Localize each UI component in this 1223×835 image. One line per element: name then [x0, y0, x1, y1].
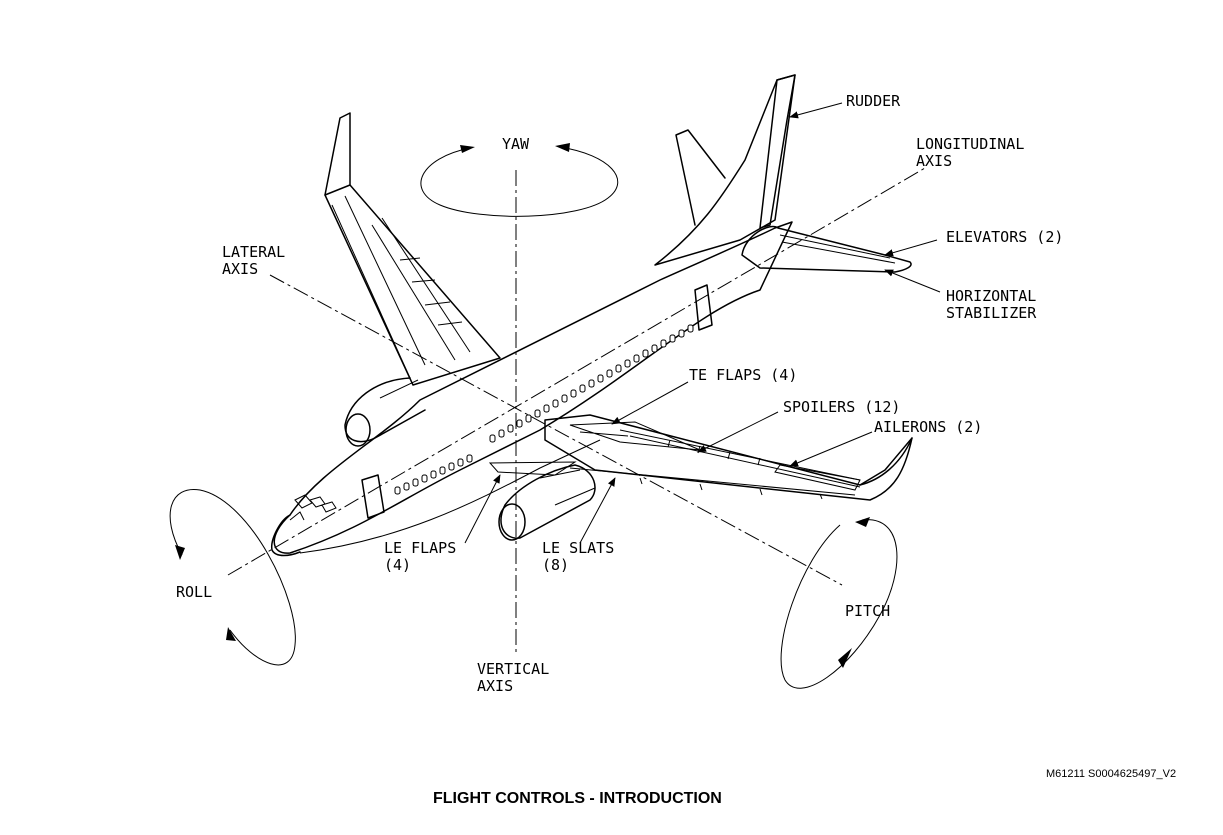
near-horizontal-stabilizer [741, 225, 912, 273]
lateral-axis-label: LATERAL AXIS [222, 243, 294, 278]
aft-door [694, 284, 713, 331]
left-engine [344, 377, 426, 443]
ailerons-label: AILERONS (2) [874, 418, 982, 436]
le-slats-label: LE SLATS (8) [542, 539, 623, 574]
far-horizontal-stabilizer [675, 129, 726, 226]
te-flaps-label: TE FLAPS (4) [689, 366, 797, 384]
lateral-axis-line [269, 274, 843, 586]
figure-caption: FLIGHT CONTROLS - INTRODUCTION [433, 790, 722, 807]
right-engine [500, 464, 596, 539]
rudder-label: RUDDER [846, 92, 901, 110]
cockpit-windows [289, 494, 337, 521]
vertical-axis-label: VERTICAL AXIS [477, 660, 558, 695]
pitch-label: PITCH [845, 602, 890, 620]
rudder-surface [759, 74, 796, 229]
fuselage [273, 221, 793, 554]
longitudinal-axis-line [227, 167, 926, 576]
horizontal-stabilizer-label: HORIZONTAL STABILIZER [946, 287, 1045, 322]
airplane-illustration [271, 74, 913, 557]
aileron-surface [774, 464, 861, 491]
le-flaps-label: LE FLAPS (4) [384, 539, 465, 574]
nose [271, 514, 301, 557]
cabin-windows [394, 324, 694, 495]
yaw-rotation-arrow [420, 143, 619, 217]
spoiler-panels [619, 429, 861, 488]
longitudinal-axis-label: LONGITUDINAL AXIS [916, 135, 1033, 170]
yaw-label: YAW [502, 135, 530, 153]
leading-edge-slats [569, 467, 856, 500]
reference-code: M61211 S0004625497_V2 [1046, 768, 1176, 780]
left-wing [324, 184, 501, 386]
leader-lines [464, 102, 941, 544]
elevator-surface [779, 234, 896, 264]
elevators-label: ELEVATORS (2) [946, 228, 1063, 246]
left-winglet [324, 112, 351, 196]
roll-label: ROLL [176, 583, 212, 601]
forward-door [361, 474, 385, 519]
roll-rotation-arrow [169, 488, 296, 666]
spoilers-label: SPOILERS (12) [783, 398, 900, 416]
pitch-rotation-arrow [780, 517, 898, 689]
right-winglet [859, 437, 913, 486]
